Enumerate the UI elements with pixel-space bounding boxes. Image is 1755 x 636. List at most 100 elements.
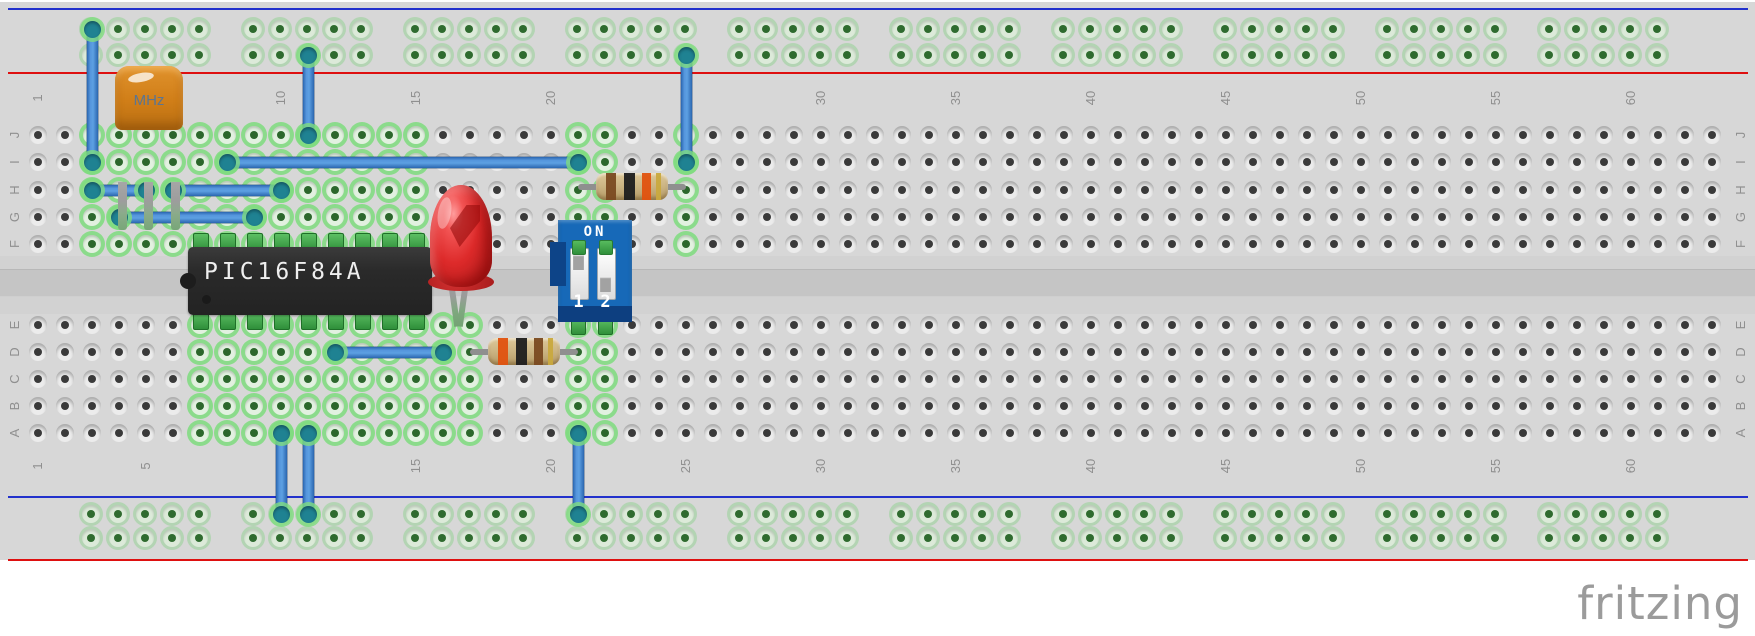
breadboard-hole [1271,397,1289,415]
breadboard-hole [1514,208,1532,226]
breadboard-hole [1379,181,1397,199]
breadboard-hole [542,126,560,144]
breadboard-hole [1136,181,1154,199]
wire-endpoint[interactable] [272,181,290,199]
breadboard-hole [1325,370,1343,388]
power-rail-hole [676,505,694,523]
power-rail-hole [595,529,613,547]
breadboard-hole [1028,235,1046,253]
breadboard-coordinate-label: 60 [1623,90,1638,106]
power-rail-hole [1054,20,1072,38]
breadboard-hole [191,370,209,388]
wire-endpoint[interactable] [245,208,263,226]
wire-endpoint[interactable] [299,424,317,442]
wire-endpoint[interactable] [677,153,695,171]
wire-endpoint[interactable] [272,424,290,442]
breadboard-coordinate-label: 50 [1353,90,1368,106]
wire-endpoint[interactable] [326,343,344,361]
breadboard-hole [920,370,938,388]
wire-endpoint[interactable] [299,126,317,144]
breadboard-hole [650,208,668,226]
breadboard-hole [1568,424,1586,442]
breadboard-hole [785,126,803,144]
breadboard-hole [758,424,776,442]
wire-top-rail1-to-I3[interactable] [86,25,98,166]
breadboard-hole [758,370,776,388]
breadboard-hole [1703,343,1721,361]
breadboard-coordinate-label: B [1733,401,1748,411]
breadboard-hole [1622,424,1640,442]
breadboard-hole [326,397,344,415]
breadboard-hole [1163,397,1181,415]
breadboard-coordinate-label: E [1733,320,1748,330]
breadboard-coordinate-label: 40 [1083,458,1098,474]
wire-endpoint[interactable] [569,424,587,442]
resistor-lead [662,184,686,190]
breadboard-hole [1568,370,1586,388]
wire-row-I-8-to-21[interactable] [223,156,582,168]
wire-A11-to-bottom-rail1[interactable] [302,429,314,518]
breadboard-hole [1676,424,1694,442]
wire-endpoint[interactable] [83,153,101,171]
wire-row-G-4-to-9[interactable] [115,211,258,223]
dip-switch-slider-2-handle[interactable] [600,277,611,292]
breadboard-hole [596,343,614,361]
breadboard-hole [1541,126,1559,144]
wire-endpoint[interactable] [299,46,317,64]
dip-switch-slider-1-handle[interactable] [573,255,584,270]
breadboard-hole [29,343,47,361]
breadboard-hole [1352,343,1370,361]
breadboard-hole [623,343,641,361]
breadboard-hole [1352,153,1370,171]
breadboard-coordinate-label: I [1733,160,1748,164]
breadboard-hole [1325,316,1343,334]
power-rail-hole [109,46,127,64]
breadboard-hole [29,153,47,171]
wire-A21-to-bottom-rail1[interactable] [572,429,584,518]
breadboard-hole [29,370,47,388]
wire-endpoint[interactable] [299,505,317,523]
breadboard-hole [1514,126,1532,144]
power-rail-hole [892,505,910,523]
wire-endpoint[interactable] [434,343,452,361]
breadboard-hole [1703,424,1721,442]
breadboard-coordinate-label: H [1733,185,1748,195]
breadboard-hole [1352,181,1370,199]
wire-endpoint[interactable] [272,505,290,523]
wire-endpoint[interactable] [569,153,587,171]
wire-endpoint[interactable] [218,153,236,171]
breadboard-hole [1001,397,1019,415]
wire-top-rail2-to-I25[interactable] [680,51,692,166]
breadboard-hole [137,370,155,388]
power-rail-hole [1081,529,1099,547]
breadboard-hole [1163,235,1181,253]
wire-top-rail2-to-J11[interactable] [302,51,314,139]
breadboard-hole [1541,235,1559,253]
wire-A10-to-bottom-rail1[interactable] [275,429,287,518]
breadboard-hole [1190,153,1208,171]
breadboard-hole [1649,370,1667,388]
breadboard-hole [839,397,857,415]
wire-endpoint[interactable] [569,505,587,523]
power-rail-hole [1432,46,1450,64]
breadboard-hole [488,235,506,253]
breadboard-hole [731,343,749,361]
breadboard-hole [1298,235,1316,253]
wire-row-H-6-to-10[interactable] [169,184,285,196]
wire-endpoint[interactable] [83,20,101,38]
breadboard-hole [1217,424,1235,442]
wire-endpoint[interactable] [677,46,695,64]
wire-endpoint[interactable] [83,181,101,199]
breadboard-hole [542,208,560,226]
power-rail-hole [1378,529,1396,547]
breadboard-hole [1622,235,1640,253]
breadboard-coordinate-label: 10 [273,90,288,106]
breadboard-hole [893,153,911,171]
power-rail-hole [1567,529,1585,547]
wire-row-D-12-to-16[interactable] [331,346,447,358]
breadboard-hole [29,424,47,442]
breadboard-hole [1109,126,1127,144]
breadboard-hole [731,316,749,334]
breadboard-hole [920,316,938,334]
breadboard-hole [1055,181,1073,199]
